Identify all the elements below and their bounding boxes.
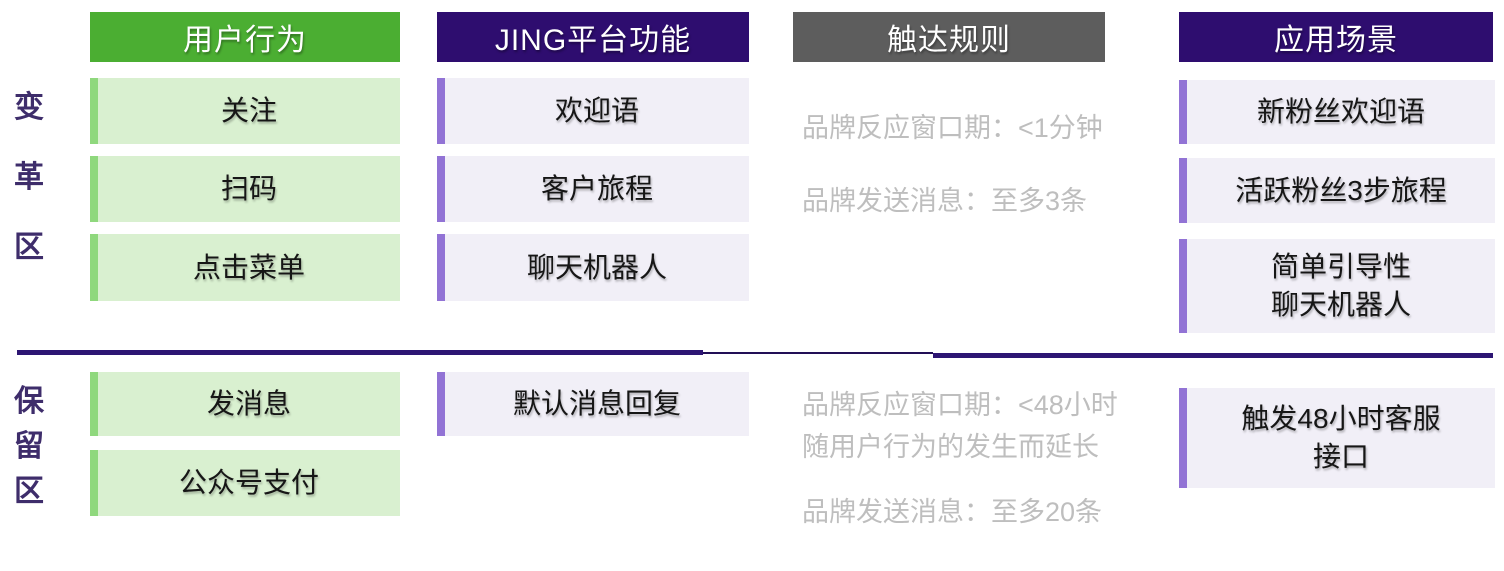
cell-official-account-pay: 公众号支付 (90, 450, 400, 516)
rule-response-window-48h: 品牌反应窗口期：<48小时 (802, 390, 1118, 420)
rule-response-window-1min: 品牌反应窗口期：<1分钟 (802, 113, 1103, 143)
zone-label-char: 革 (14, 161, 44, 194)
column-header-user-behavior: 用户行为 (90, 12, 400, 62)
rule-send-limit-3: 品牌发送消息：至多3条 (802, 186, 1088, 216)
row-label-retention-zone: 保 留 区 (10, 386, 48, 508)
column-header-reach-rules: 触达规则 (793, 12, 1105, 62)
row-label-transformation-zone: 变 革 区 (10, 92, 48, 264)
cell-customer-journey: 客户旅程 (437, 156, 749, 222)
section-divider-middle (703, 352, 933, 354)
zone-label-char: 保 (14, 385, 44, 418)
cell-chatbot: 聊天机器人 (437, 234, 749, 301)
zone-label-char: 变 (14, 91, 44, 124)
column-header-jing-platform: JING平台功能 (437, 12, 749, 62)
zone-label-char: 区 (14, 231, 44, 264)
zone-label-char: 留 (14, 430, 44, 463)
column-header-app-scenarios: 应用场景 (1179, 12, 1493, 62)
rule-send-limit-20: 品牌发送消息：至多20条 (802, 497, 1103, 527)
cell-follow: 关注 (90, 78, 400, 144)
rule-extend-on-behavior: 随用户行为的发生而延长 (802, 432, 1099, 462)
cell-click-menu: 点击菜单 (90, 234, 400, 301)
cell-scan-qr: 扫码 (90, 156, 400, 222)
cell-guided-chatbot: 简单引导性 聊天机器人 (1179, 239, 1495, 333)
cell-active-fan-journey: 活跃粉丝3步旅程 (1179, 158, 1495, 223)
cell-welcome-message: 欢迎语 (437, 78, 749, 144)
cell-new-fan-welcome: 新粉丝欢迎语 (1179, 80, 1495, 144)
section-divider-left (17, 350, 703, 355)
cell-send-message: 发消息 (90, 372, 400, 436)
section-divider-right (933, 353, 1493, 358)
cell-48h-service-api: 触发48小时客服 接口 (1179, 388, 1495, 488)
zone-label-char: 区 (14, 475, 44, 508)
cell-default-reply: 默认消息回复 (437, 372, 749, 436)
